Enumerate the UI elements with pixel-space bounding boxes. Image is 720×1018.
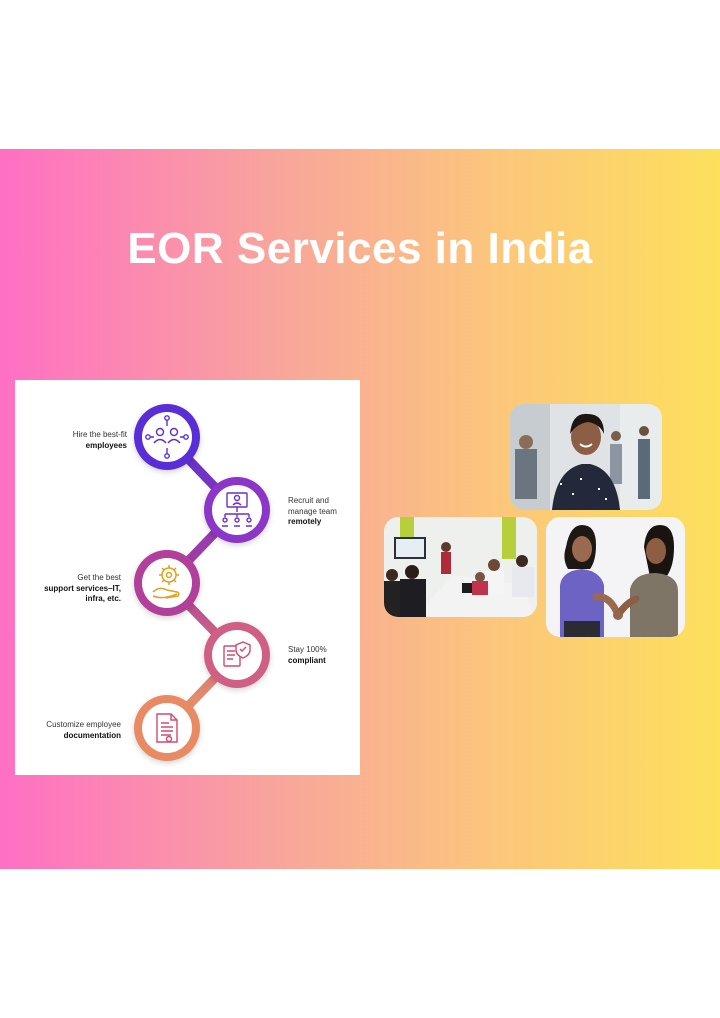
photo-handshake: [546, 517, 685, 637]
step-3-bold: support services–IT, infra, etc.: [44, 583, 121, 604]
page-title: EOR Services in India: [127, 224, 593, 273]
step-5-bold: documentation: [63, 730, 121, 740]
step-4-circle: [204, 622, 270, 688]
step-1-label: Hire the best-fit employees: [35, 430, 127, 451]
step-5-circle: [134, 695, 200, 761]
step-5-text: Customize employee: [46, 720, 121, 729]
infographic-graphic: [134, 404, 270, 761]
step-5-label: Customize employee documentation: [25, 720, 121, 741]
gear-hand-icon: [152, 565, 180, 599]
document-icon: [156, 713, 178, 743]
step-2-bold: remotely: [288, 517, 322, 526]
step-4-text: Stay 100%: [288, 645, 327, 654]
step-3-circle: [134, 550, 200, 616]
step-4-label: Stay 100% compliant: [288, 645, 352, 666]
photo-team-meeting: [384, 517, 537, 617]
step-2-label: Recruit and manage team remotely: [288, 496, 352, 528]
step-3-label: Get the best support services–IT, infra,…: [25, 573, 121, 605]
step-2-text: Recruit and manage team: [288, 496, 337, 516]
remote-hiring-icon: [222, 492, 252, 527]
photo-professional-woman: [510, 404, 662, 510]
step-3-text: Get the best: [77, 573, 121, 582]
eor-process-infographic: Hire the best-fit employees Recruit and …: [15, 380, 360, 775]
compliance-shield-icon: [223, 641, 251, 667]
team-network-icon: [145, 415, 189, 459]
step-1-text: Hire the best-fit: [72, 430, 127, 439]
step-4-bold: compliant: [288, 655, 326, 665]
step-1-circle: [134, 404, 200, 470]
step-1-bold: employees: [85, 440, 127, 450]
